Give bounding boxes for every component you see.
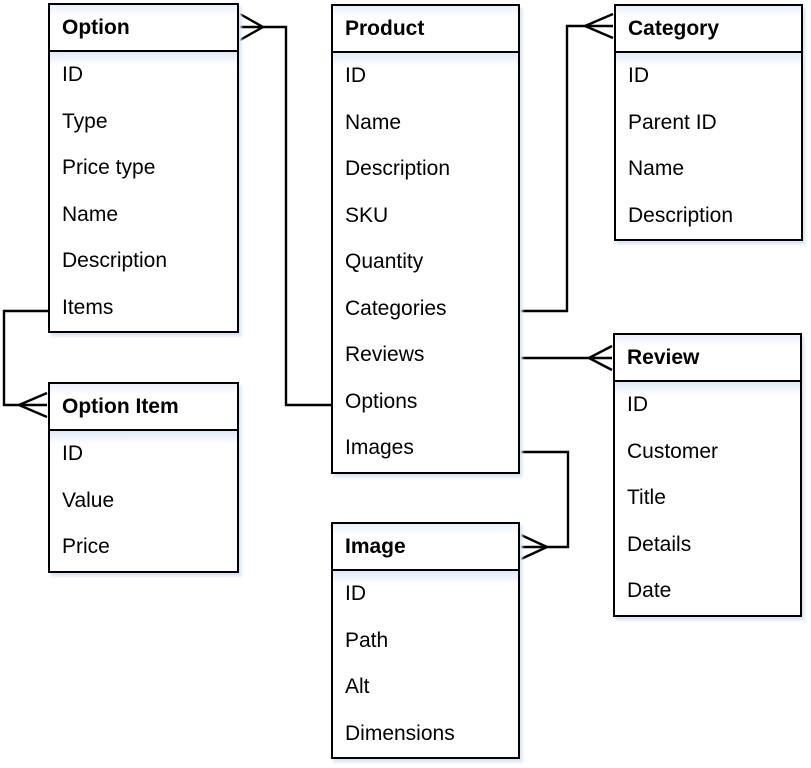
crow-foot-prong <box>18 403 48 419</box>
entity-field: Quantity <box>345 250 424 274</box>
entity-field: Images <box>345 436 414 460</box>
entity-field: Name <box>62 202 119 226</box>
connector-line <box>520 24 585 313</box>
crow-foot-prong <box>520 533 548 549</box>
entity-field: ID <box>62 442 83 466</box>
relationship-product-categories-to-category <box>520 12 614 313</box>
crow-foot-prong <box>239 12 264 29</box>
entity-field: ID <box>62 63 83 87</box>
entity-field: Price type <box>62 156 156 180</box>
crow-foot-prong <box>584 24 614 40</box>
entity-field: Price <box>62 535 110 559</box>
entity-title-category: Category <box>616 6 801 53</box>
relationship-product-options-to-option <box>239 12 331 407</box>
entity-field: ID <box>345 64 366 88</box>
entity-field: Path <box>345 628 389 652</box>
relationship-product-reviews-to-review <box>520 344 613 372</box>
entity-field: Dimensions <box>345 721 455 745</box>
entity-field: SKU <box>345 203 389 227</box>
entity-field: Alt <box>345 675 370 699</box>
entity-field: Description <box>62 249 168 273</box>
crow-foot-prong <box>588 356 613 372</box>
entity-field: Details <box>627 532 692 556</box>
connector-line <box>263 25 331 407</box>
entity-field: ID <box>628 64 649 88</box>
entity-field: Name <box>628 157 685 181</box>
entity-field: Date <box>627 579 672 603</box>
crow-foot-prong <box>18 391 48 407</box>
entity-field: Title <box>627 486 666 510</box>
connector-line <box>2 309 48 407</box>
entity-field: Reviews <box>345 343 425 367</box>
connector-line <box>520 450 570 549</box>
entity-field: Value <box>62 488 115 512</box>
entity-field: ID <box>345 582 366 606</box>
entity-field: Parent ID <box>628 110 717 134</box>
entity-title-image: Image <box>333 524 518 571</box>
entity-field: Description <box>345 157 451 181</box>
entity-field: Name <box>345 110 402 134</box>
entity-title-product: Product <box>333 6 518 53</box>
crow-foot-prong <box>584 12 614 28</box>
entity-field: Categories <box>345 296 447 320</box>
entity-title-option-item: Option Item <box>50 384 237 431</box>
entity-field: ID <box>627 393 648 417</box>
entity-field: Items <box>62 295 114 319</box>
crow-foot-prong <box>239 25 264 42</box>
entity-field: Description <box>628 203 734 227</box>
entity-field: Type <box>62 109 108 133</box>
crow-foot-prong <box>588 344 613 360</box>
entity-title-review: Review <box>615 335 800 382</box>
entity-title-option: Option <box>50 5 237 52</box>
relationship-option-items-to-option-item <box>2 309 48 419</box>
entity-field: Options <box>345 389 418 413</box>
relationship-product-images-to-image <box>520 450 570 561</box>
entity-field: Customer <box>627 439 719 463</box>
crow-foot-prong <box>520 545 548 561</box>
